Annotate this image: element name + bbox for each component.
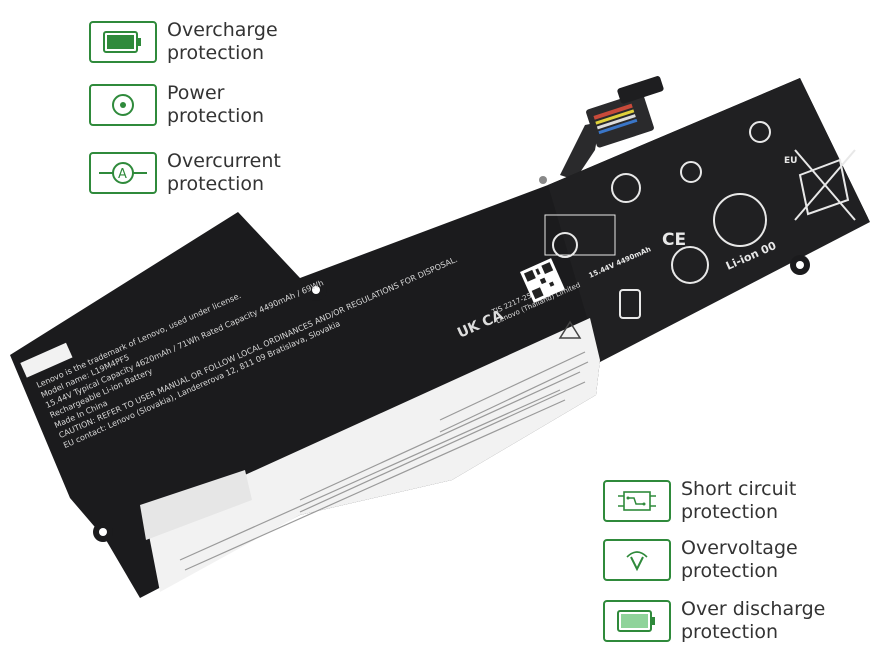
feature-subtitle: protection — [681, 560, 779, 582]
fuse-mark — [619, 289, 641, 319]
eu-text: EU — [784, 156, 797, 166]
round-seal — [671, 246, 709, 284]
ammeter-icon: A — [89, 152, 157, 194]
feature-label: Short circuit protection — [681, 478, 796, 524]
kc-mark — [552, 232, 578, 258]
qr-code — [520, 258, 565, 304]
warning-triangle — [558, 320, 582, 339]
battery-low-icon — [603, 600, 671, 642]
crossed-bin-mark — [798, 158, 850, 216]
battery-full-icon — [89, 21, 157, 63]
feature-title: Short circuit — [681, 478, 797, 500]
feature-label: Overvoltage protection — [681, 537, 798, 583]
feature-label: Overcharge protection — [167, 19, 278, 65]
voltage-v-icon — [603, 539, 671, 581]
feature-overcharge: Overcharge protection — [89, 19, 278, 65]
feature-title: Over discharge — [681, 598, 826, 620]
ce-mark: CE — [662, 230, 686, 250]
connector-cable — [560, 76, 664, 180]
feature-title: Overcurrent — [167, 150, 281, 172]
feature-subtitle: protection — [167, 173, 265, 195]
feature-subtitle: protection — [167, 42, 265, 64]
ul-mark — [680, 161, 702, 183]
feature-power: Power protection — [89, 82, 264, 128]
rcm-mark — [611, 173, 641, 203]
feature-title: Power — [167, 82, 225, 104]
feature-over-discharge: Over discharge protection — [603, 598, 825, 644]
circuit-board-icon — [603, 480, 671, 522]
feature-label: Over discharge protection — [681, 598, 825, 644]
feature-title: Overvoltage — [681, 537, 798, 559]
power-target-icon — [89, 84, 157, 126]
svg-text:A: A — [118, 167, 127, 182]
battery-holo-label — [544, 214, 616, 256]
feature-subtitle: protection — [681, 501, 779, 523]
white-label — [140, 318, 600, 592]
recycle-mark — [713, 193, 767, 247]
feature-subtitle: protection — [681, 621, 779, 643]
label-fine-lines — [179, 351, 589, 571]
feature-label: Overcurrent protection — [167, 150, 281, 196]
certification-marks — [544, 121, 856, 319]
feature-label: Power protection — [167, 82, 264, 128]
feature-title: Overcharge — [167, 19, 278, 41]
feature-overvoltage: Overvoltage protection — [603, 537, 798, 583]
feature-overcurrent: A Overcurrent protection — [89, 150, 281, 196]
feature-short-circuit: Short circuit protection — [603, 478, 796, 524]
feature-subtitle: protection — [167, 105, 265, 127]
weee-mark — [749, 121, 771, 143]
